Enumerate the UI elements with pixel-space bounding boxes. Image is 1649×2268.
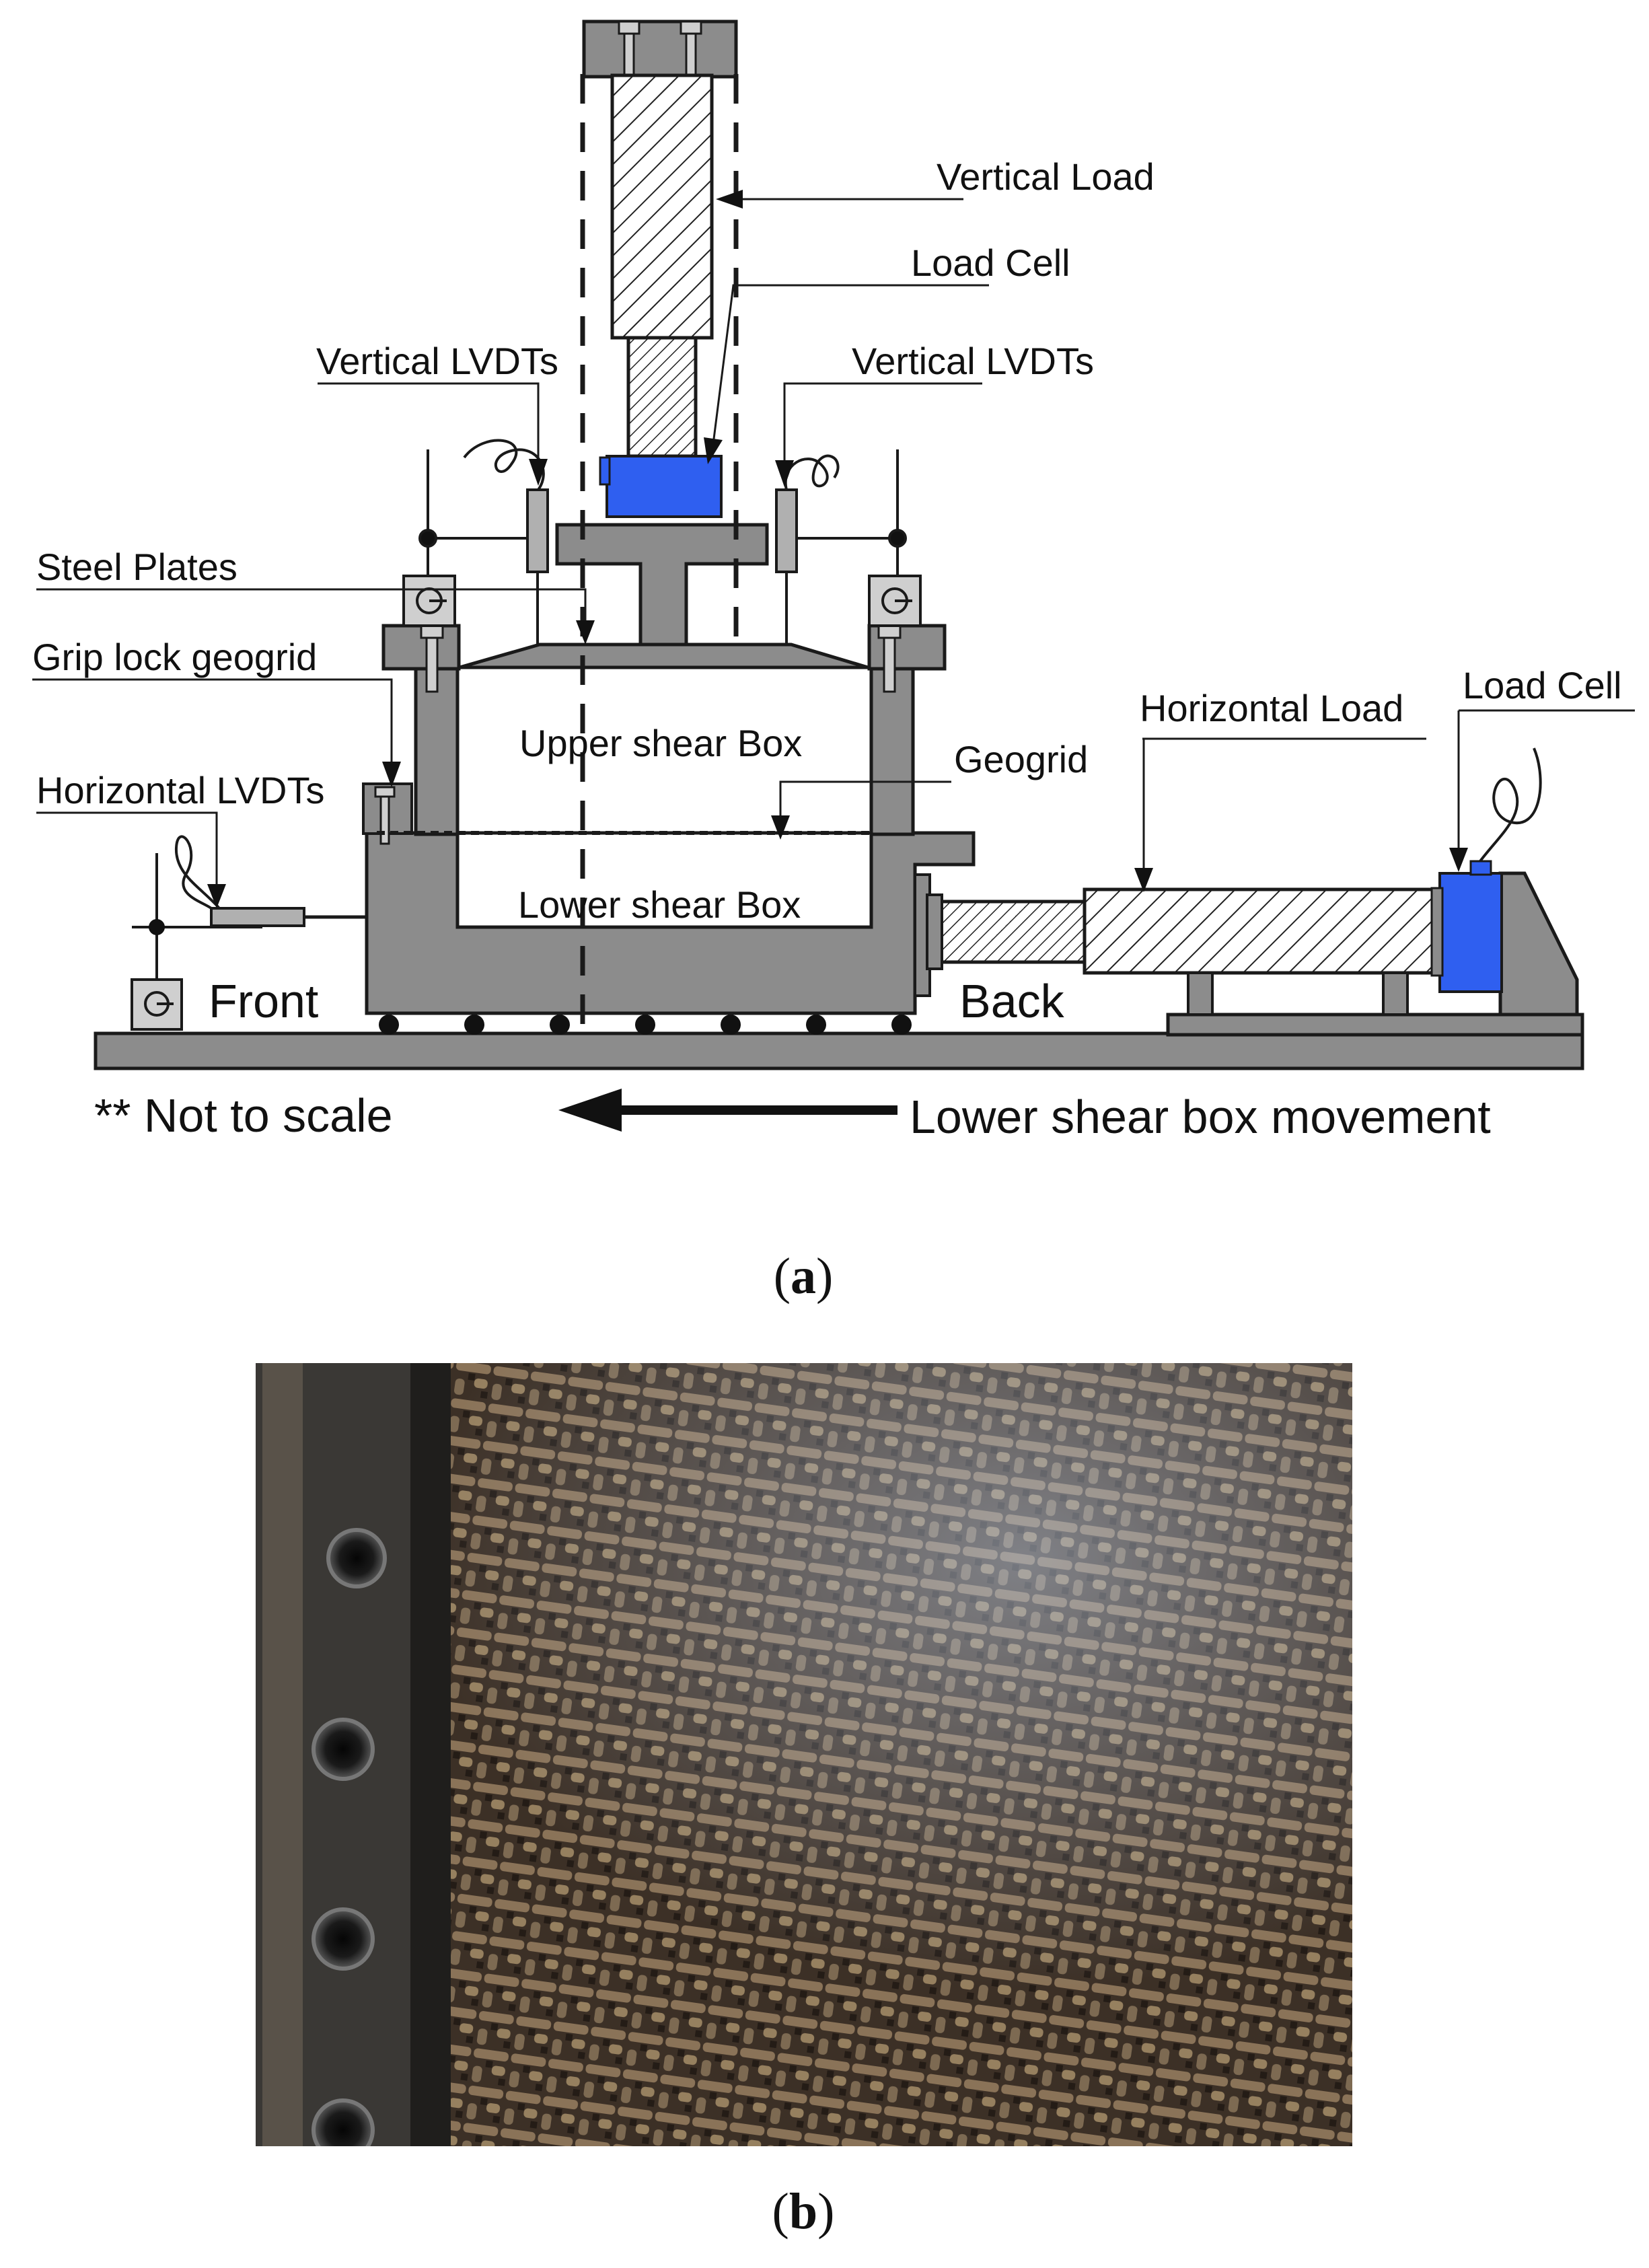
upper-box-right-wall: [869, 664, 915, 836]
label-lower-shear-box: Lower shear Box: [518, 883, 801, 926]
label-vertical-lvdts-left: Vertical LVDTs: [316, 340, 558, 382]
load-cell-right-cable: [1479, 747, 1542, 863]
vertical-lvdt-left: [428, 488, 549, 645]
support-rods: [418, 449, 907, 576]
guide-lines: [580, 74, 739, 1039]
label-movement: Lower shear box movement: [910, 1091, 1491, 1143]
label-horizontal-lvdts: Horizontal LVDTs: [36, 769, 324, 811]
front-stand: [131, 853, 262, 1031]
dial-gauge-right: [868, 575, 922, 627]
steel-plate: [459, 643, 869, 669]
movement-arrow: [558, 1089, 897, 1132]
vertical-actuator-cylinder: [610, 73, 714, 340]
label-steel-plates: Steel Plates: [36, 546, 237, 588]
label-vertical-load: Vertical Load: [937, 155, 1155, 198]
horizontal-actuator-cylinder: [1083, 887, 1435, 975]
leader-lines: [32, 198, 1635, 898]
label-load-cell-right: Load Cell: [1463, 664, 1622, 706]
vertical-actuator-rod: [626, 336, 698, 458]
horizontal-actuator-tip: [926, 893, 943, 970]
label-horizontal-load: Horizontal Load: [1140, 687, 1403, 729]
reaction-frame: [1498, 871, 1579, 1017]
grip-strip-holes: [312, 1528, 387, 2146]
dial-gauge-left: [402, 575, 456, 627]
label-load-cell-top: Load Cell: [911, 242, 1070, 284]
label-not-to-scale: ** Not to scale: [94, 1089, 393, 1142]
caption-b: (b): [772, 2183, 835, 2240]
rollers: [379, 1015, 912, 1035]
load-cell-top: [606, 455, 723, 518]
label-front: Front: [209, 975, 318, 1027]
label-vertical-lvdts-right: Vertical LVDTs: [852, 340, 1094, 382]
label-upper-shear-box: Upper shear Box: [519, 722, 802, 764]
load-cell-right-cap: [1469, 860, 1492, 876]
vertical-actuator-head: [582, 20, 738, 79]
caption-a: (a): [774, 1248, 834, 1305]
load-cell-right-plate: [1430, 887, 1444, 977]
horizontal-actuator-rod: [937, 900, 1089, 964]
horizontal-lvdt: [174, 835, 367, 927]
label-grip-lock-geogrid: Grip lock geogrid: [32, 636, 317, 678]
load-cell-top-cap: [599, 456, 611, 486]
base-platform: [94, 1031, 1584, 1070]
label-geogrid: Geogrid: [954, 738, 1088, 780]
grip-lock: [362, 782, 413, 845]
label-back: Back: [959, 975, 1065, 1027]
actuator-bed: [1166, 1013, 1584, 1037]
schematic-diagram: Vertical Load Load Cell Vertical LVDTs V…: [32, 20, 1635, 1305]
arrowheads: [207, 190, 1468, 908]
load-cell-right: [1438, 872, 1503, 993]
actuator-feet: [1187, 972, 1409, 1016]
clamp-bolts: [420, 624, 902, 693]
geogrid-photo: (b): [256, 1363, 1352, 2240]
